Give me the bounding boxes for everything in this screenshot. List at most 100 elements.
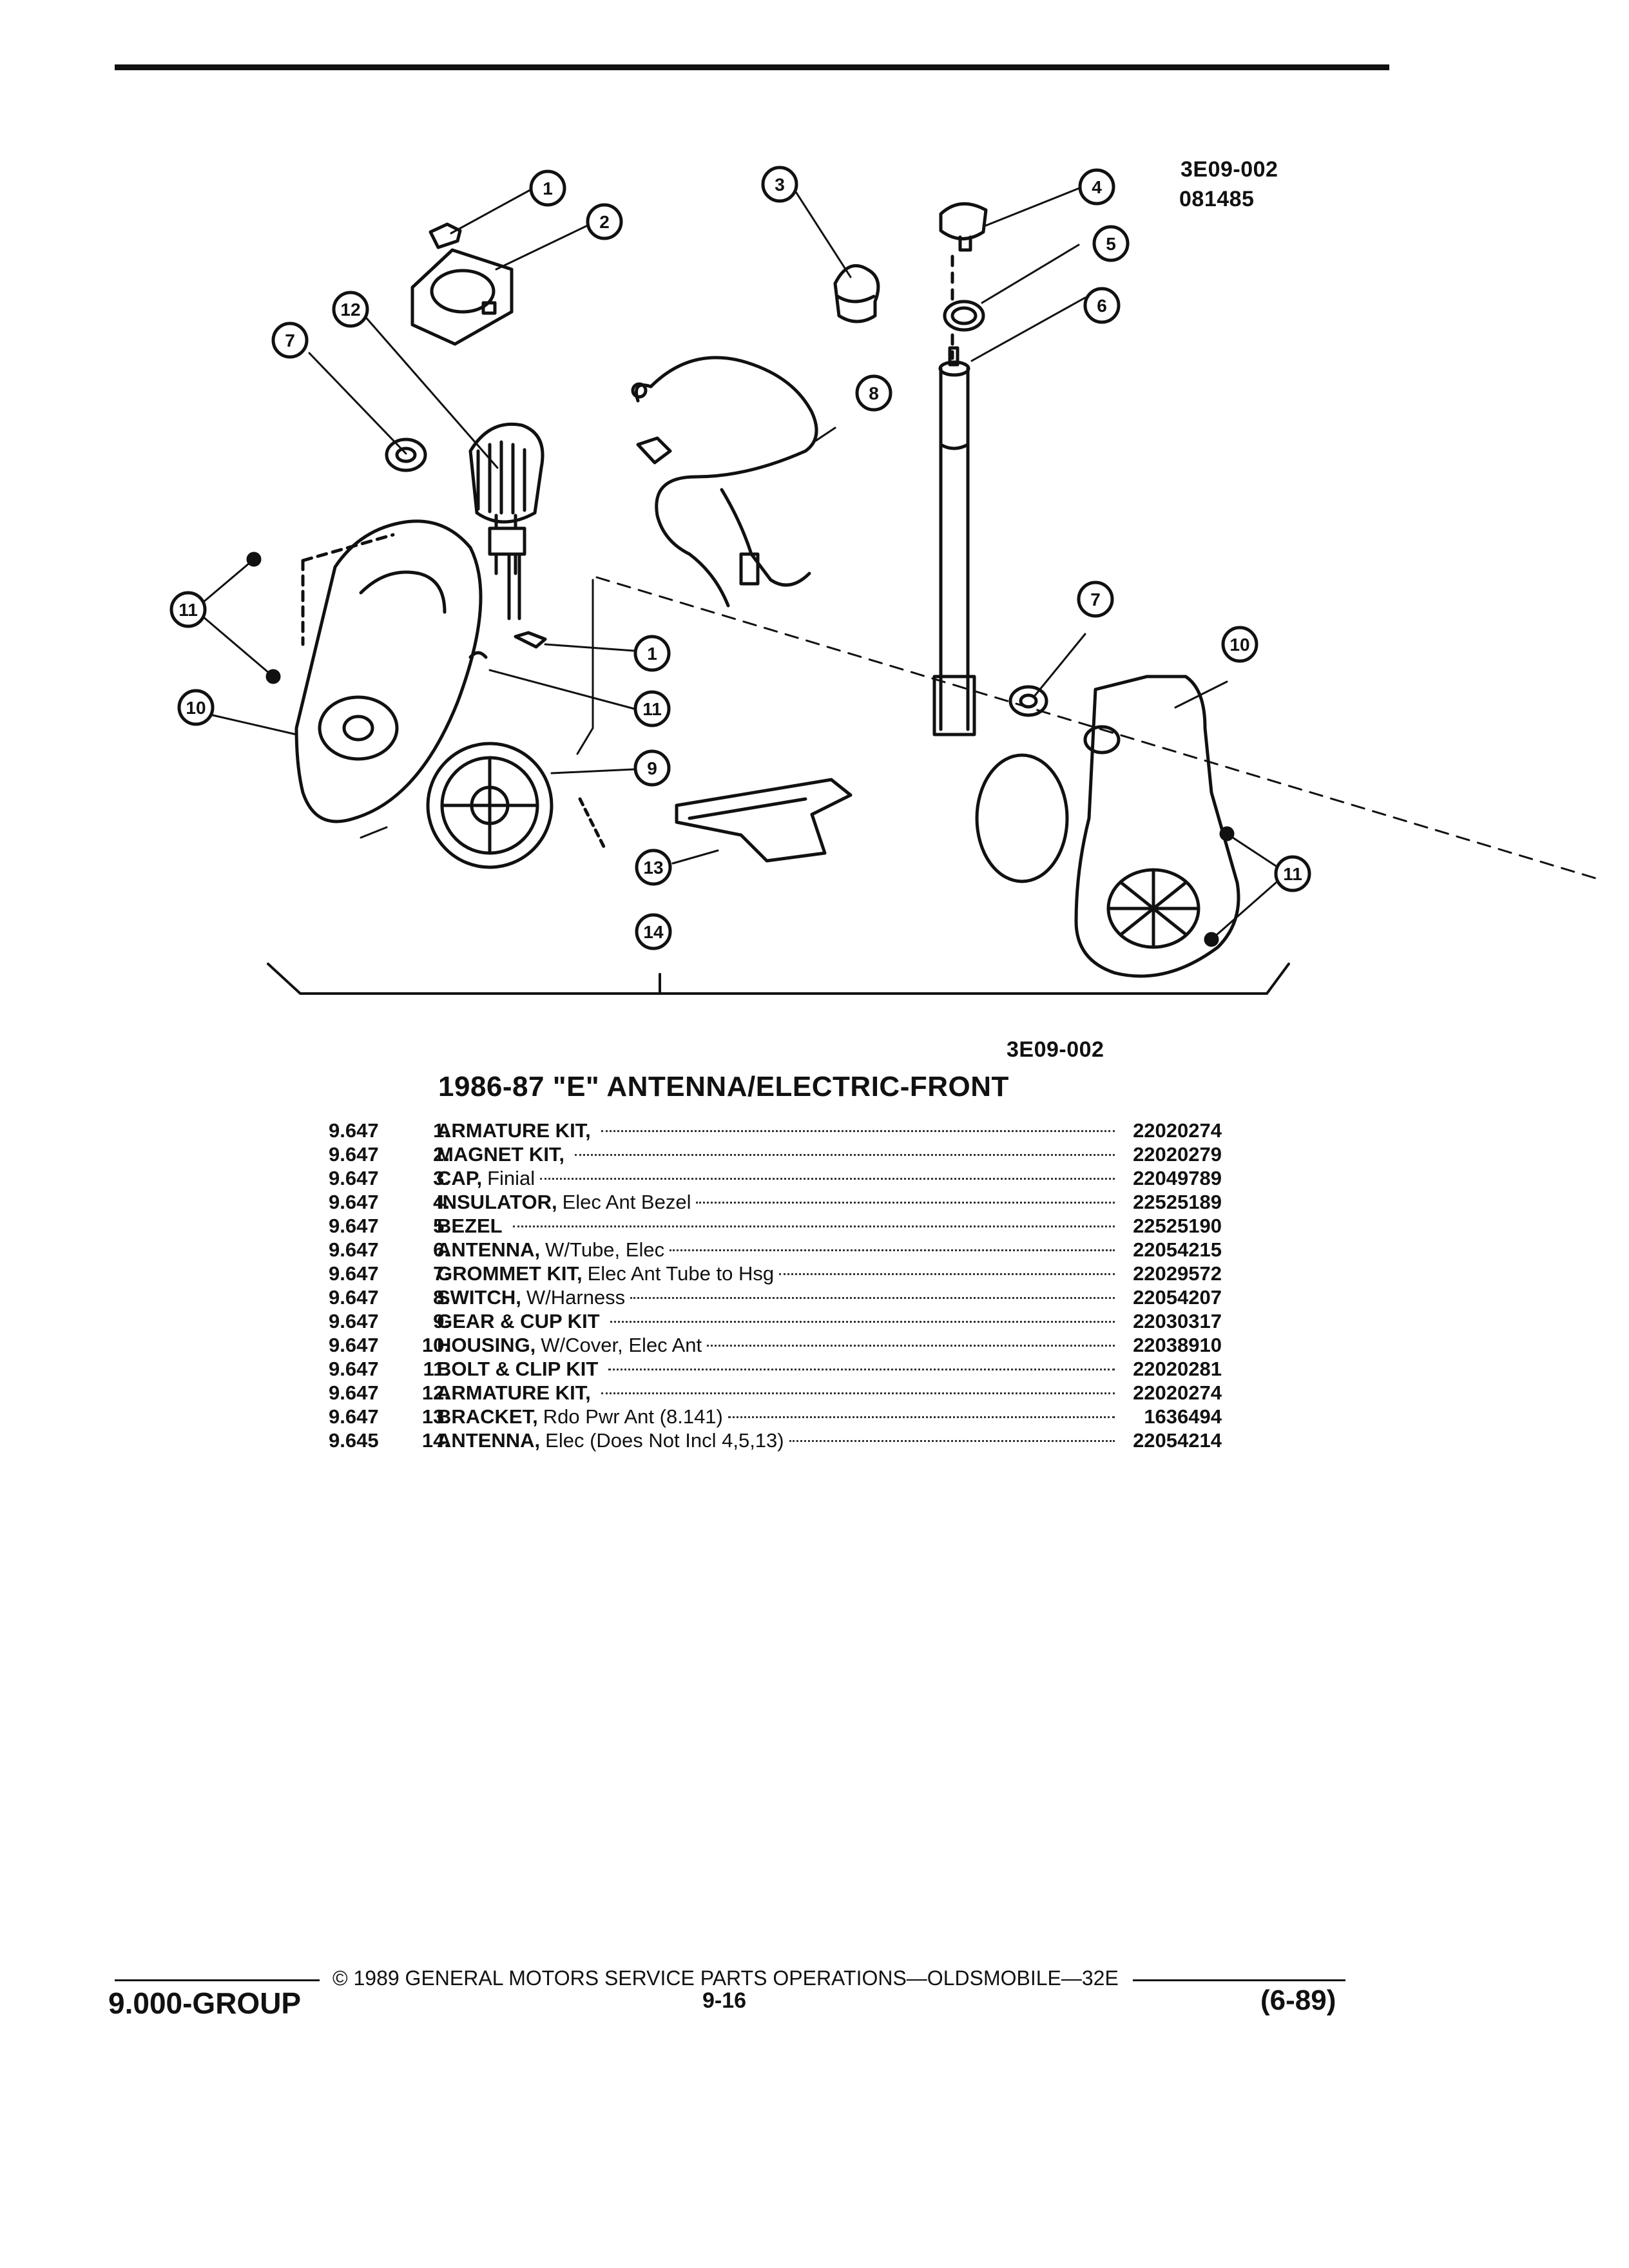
leader-dots: [601, 1392, 1115, 1394]
part-name: BEZEL: [437, 1215, 503, 1237]
item-number: 4.: [433, 1191, 450, 1213]
part-qualifier: W/Harness: [526, 1286, 626, 1309]
part-bezel-5: [943, 300, 985, 332]
top-rule: [115, 64, 1389, 70]
part-insulator-4: [939, 202, 988, 252]
part-description: GEAR & CUP KIT: [437, 1309, 1115, 1333]
item-number: 1.: [433, 1119, 450, 1142]
item-number: 3.: [433, 1167, 450, 1189]
part-switch-harness-8: [631, 356, 818, 608]
item-number: 10.: [421, 1334, 450, 1356]
callout-7b: 7: [1090, 590, 1101, 610]
group-number: 9.647: [329, 1143, 379, 1166]
callout-5: 5: [1106, 234, 1116, 254]
leader-dots: [696, 1202, 1115, 1204]
part-number: 22029572: [1133, 1262, 1222, 1285]
part-name: HOUSING,: [437, 1334, 536, 1356]
parts-row: 3. 9.647 CAP,Finial 22049789: [193, 1166, 1250, 1190]
footer-rule-right: [1133, 1979, 1345, 1981]
callout-2: 2: [599, 212, 610, 232]
diagram-ref-code-bottom: 3E09-002: [1007, 1037, 1104, 1062]
part-bracket-13: [675, 778, 853, 863]
item-number: 8.: [433, 1286, 450, 1309]
part-description: INSULATOR,Elec Ant Bezel: [437, 1190, 1115, 1214]
part-housing-left-10: [294, 519, 483, 823]
part-number: 1636494: [1144, 1405, 1222, 1428]
part-number: 22038910: [1133, 1334, 1222, 1356]
leader-dots: [789, 1440, 1115, 1442]
leader-dots: [728, 1416, 1115, 1418]
group-number: 9.647: [329, 1334, 379, 1356]
part-description: BRACKET,Rdo Pwr Ant (8.141): [437, 1405, 1115, 1428]
group-number: 9.647: [329, 1381, 379, 1404]
part-cap-3: [833, 264, 880, 323]
group-number: 9.647: [329, 1238, 379, 1261]
part-description: BEZEL: [437, 1214, 1115, 1238]
callout-14: 14: [643, 922, 664, 942]
part-qualifier: W/Cover, Elec Ant: [541, 1334, 702, 1356]
part-magnet-2: [410, 248, 514, 346]
group-number: 9.647: [329, 1119, 379, 1142]
callout-numbers: 1 2 3 4 5 6 7 12 8 11 10 7 1 11 10 9 13 …: [178, 175, 1302, 942]
callout-6: 6: [1097, 296, 1107, 316]
part-description: ANTENNA,Elec (Does Not Incl 4,5,13): [437, 1428, 1115, 1452]
item-number: 7.: [433, 1262, 450, 1285]
page-title: 1986-87 "E" ANTENNA/ELECTRIC-FRONT: [438, 1071, 1009, 1102]
part-description: SWITCH,W/Harness: [437, 1285, 1115, 1309]
part-housing-right-10: [975, 675, 1240, 978]
leader-dots: [707, 1345, 1115, 1347]
part-number: 22049789: [1133, 1167, 1222, 1189]
part-number: 22525189: [1133, 1191, 1222, 1213]
group-number: 9.645: [329, 1429, 379, 1452]
footer-group: 9.000-GROUP: [108, 1986, 302, 2020]
callout-8: 8: [869, 383, 879, 403]
part-description: ARMATURE KIT,: [437, 1119, 1115, 1142]
leader-dots: [512, 1225, 1115, 1227]
part-qualifier: Elec (Does Not Incl 4,5,13): [545, 1429, 784, 1452]
leader-dots: [601, 1130, 1115, 1132]
exploded-parts-diagram: 1 2 3 4 5 6 7 12 8 11 10 7 1 11 10 9 13 …: [169, 166, 1603, 995]
leader-dots: [575, 1154, 1115, 1156]
part-name: ANTENNA,: [437, 1238, 541, 1261]
group-number: 9.647: [329, 1167, 379, 1189]
callout-1b: 1: [647, 644, 657, 664]
callout-11: 11: [178, 600, 198, 620]
parts-row: 10. 9.647 HOUSING,W/Cover, Elec Ant 2203891…: [193, 1333, 1250, 1357]
footer-rule-left: [115, 1979, 320, 1981]
revision-date: (6-89): [1260, 1984, 1336, 2016]
part-description: ANTENNA,W/Tube, Elec: [437, 1238, 1115, 1262]
part-description: HOUSING,W/Cover, Elec Ant: [437, 1333, 1115, 1357]
part-description: GROMMET KIT,Elec Ant Tube to Hsg: [437, 1262, 1115, 1285]
copyright-notice: © 1989 GENERAL MOTORS SERVICE PARTS OPER…: [333, 1966, 1119, 1990]
part-name: CAP,: [437, 1167, 483, 1189]
callout-1: 1: [543, 178, 553, 198]
part-qualifier: Elec Ant Tube to Hsg: [587, 1262, 775, 1285]
callout-circles: [169, 166, 1311, 950]
part-qualifier: Finial: [487, 1167, 535, 1189]
part-description: BOLT & CLIP KIT: [437, 1357, 1115, 1381]
part-number: 22020279: [1133, 1143, 1222, 1166]
part-description: ARMATURE KIT,: [437, 1381, 1115, 1405]
callout-3: 3: [775, 175, 785, 195]
part-name: GEAR & CUP KIT: [437, 1310, 600, 1332]
part-name: BOLT & CLIP KIT: [437, 1358, 599, 1380]
callout-9: 9: [647, 758, 657, 778]
part-description: CAP,Finial: [437, 1166, 1115, 1190]
part-name: ANTENNA,: [437, 1429, 541, 1452]
assembly-bracket-14: [267, 963, 1290, 995]
group-number: 9.647: [329, 1215, 379, 1237]
item-number: 2.: [433, 1143, 450, 1166]
item-number: 13.: [421, 1405, 450, 1428]
callout-12: 12: [340, 300, 360, 320]
item-number: 6.: [433, 1238, 450, 1261]
item-number: 5.: [433, 1215, 450, 1237]
leader-dots: [670, 1249, 1115, 1251]
part-number: 22054207: [1133, 1286, 1222, 1309]
